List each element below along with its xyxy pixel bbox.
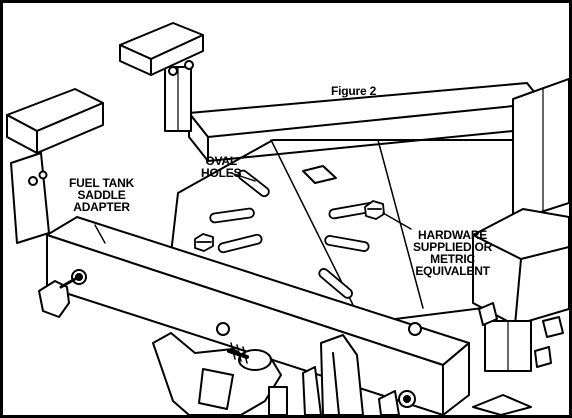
label-oval-holes: OVAL HOLES <box>201 154 242 180</box>
lift-stand-line-drawing <box>6 22 569 415</box>
oval-slots <box>209 169 378 299</box>
label-fuel-tank-saddle-adapter: FUEL TANK SADDLE ADAPTER <box>69 176 135 214</box>
rail-knobs <box>216 322 422 408</box>
rear-left-upright <box>119 22 204 132</box>
slot-bolts <box>194 200 385 252</box>
label-hardware: HARDWARE SUPPLIED OR METRIC EQUIVALENT <box>413 228 493 278</box>
rear-rail <box>188 82 544 162</box>
figure-title: Figure 2 <box>331 84 377 98</box>
leader-lines <box>94 172 412 244</box>
right-upright <box>472 78 569 415</box>
front-left-upright <box>6 88 104 244</box>
undercarriage <box>152 332 400 415</box>
left-knob <box>38 269 87 318</box>
